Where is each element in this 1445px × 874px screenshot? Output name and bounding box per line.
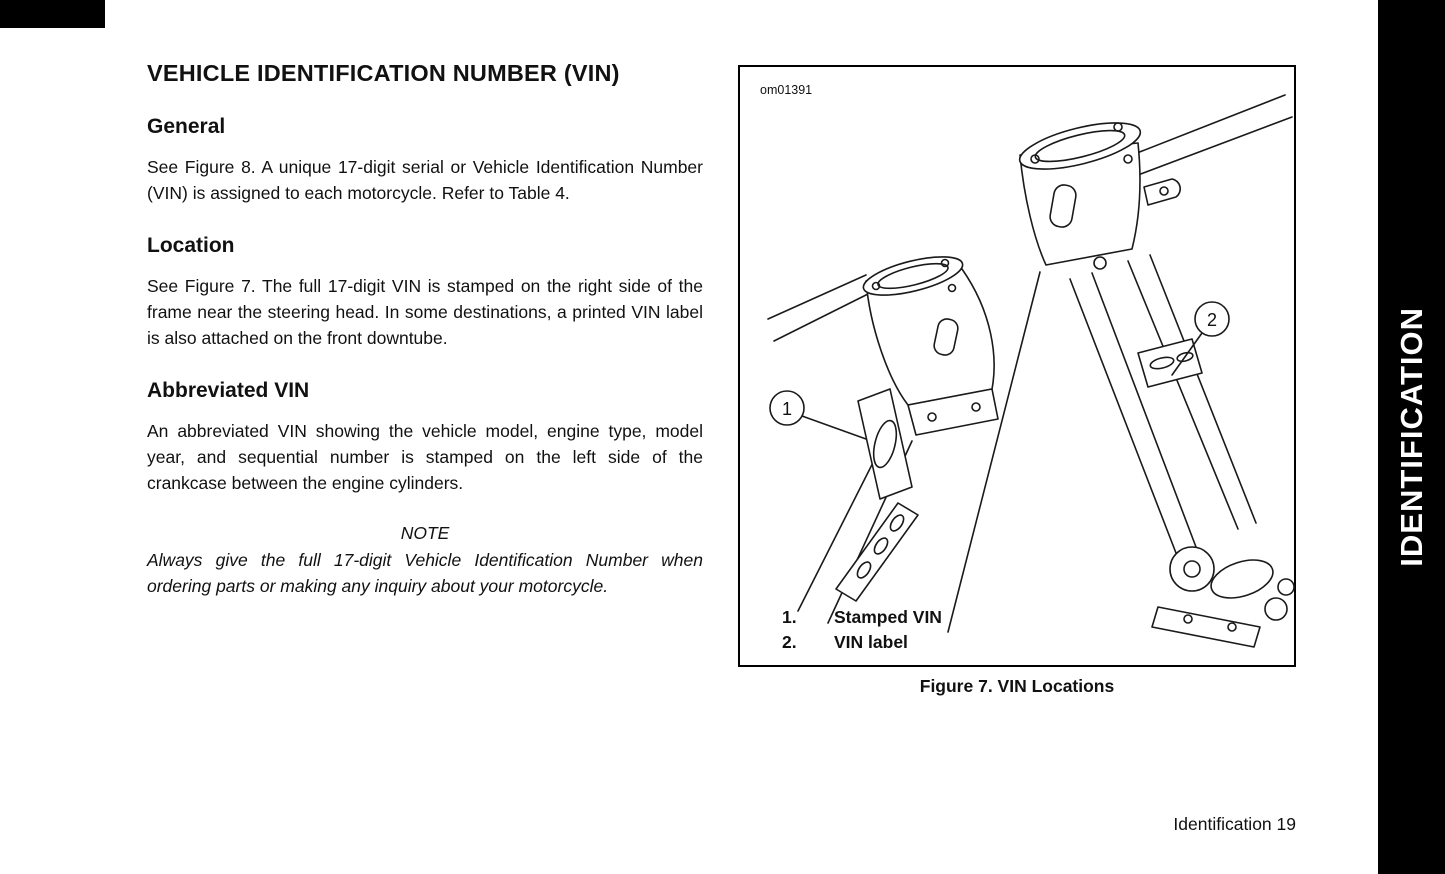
note-block: NOTE Always give the full 17-digit Vehic… bbox=[147, 523, 703, 599]
legend-number: 2. bbox=[782, 632, 797, 652]
legend-label: VIN label bbox=[834, 632, 908, 652]
callout-2-circle bbox=[1194, 301, 1230, 337]
chapter-tab-label: IDENTIFICATION bbox=[1393, 307, 1429, 567]
callout-1-number: 1 bbox=[782, 399, 792, 419]
page-corner-mark bbox=[0, 0, 105, 28]
section-abbreviated-vin: Abbreviated VIN An abbreviated VIN showi… bbox=[147, 379, 703, 496]
section-heading-location: Location bbox=[147, 234, 235, 257]
note-label: NOTE bbox=[400, 523, 450, 543]
section-heading-abbreviated-vin: Abbreviated VIN bbox=[147, 379, 310, 402]
callout-2-number: 2 bbox=[1207, 310, 1217, 330]
section-body-location: See Figure 7. The full 17-digit VIN is s… bbox=[147, 276, 703, 348]
page-title: VEHICLE IDENTIFICATION NUMBER (VIN) bbox=[147, 60, 620, 86]
figure-art-code: om01391 bbox=[760, 83, 813, 97]
text-column: VEHICLE IDENTIFICATION NUMBER (VIN) Gene… bbox=[147, 60, 703, 599]
legend-label: Stamped VIN bbox=[834, 607, 942, 627]
chapter-tab: IDENTIFICATION bbox=[1378, 0, 1445, 874]
section-general: General See Figure 8. A unique 17-digit … bbox=[147, 115, 703, 206]
section-body-general: See Figure 8. A unique 17-digit serial o… bbox=[147, 157, 703, 203]
figure-caption: Figure 7. VIN Locations bbox=[919, 676, 1115, 696]
legend-number: 1. bbox=[782, 607, 797, 627]
figure-legend: 1. Stamped VIN 2. VIN label bbox=[782, 605, 942, 655]
note-body: Always give the full 17-digit Vehicle Id… bbox=[147, 550, 703, 596]
section-heading-general: General bbox=[147, 115, 226, 138]
section-body-abbreviated-vin: An abbreviated VIN showing the vehicle m… bbox=[147, 421, 703, 493]
legend-item-vin-label: 2. VIN label bbox=[782, 630, 942, 655]
legend-item-stamped-vin: 1. Stamped VIN bbox=[782, 605, 942, 630]
callout-1-circle bbox=[769, 390, 805, 426]
vin-locations-drawing: 1 2 bbox=[767, 94, 1295, 648]
figure-7-frame: om01391 bbox=[738, 65, 1296, 667]
section-location: Location See Figure 7. The full 17-digit… bbox=[147, 234, 703, 351]
page-footer: Identification 19 bbox=[1173, 814, 1296, 834]
